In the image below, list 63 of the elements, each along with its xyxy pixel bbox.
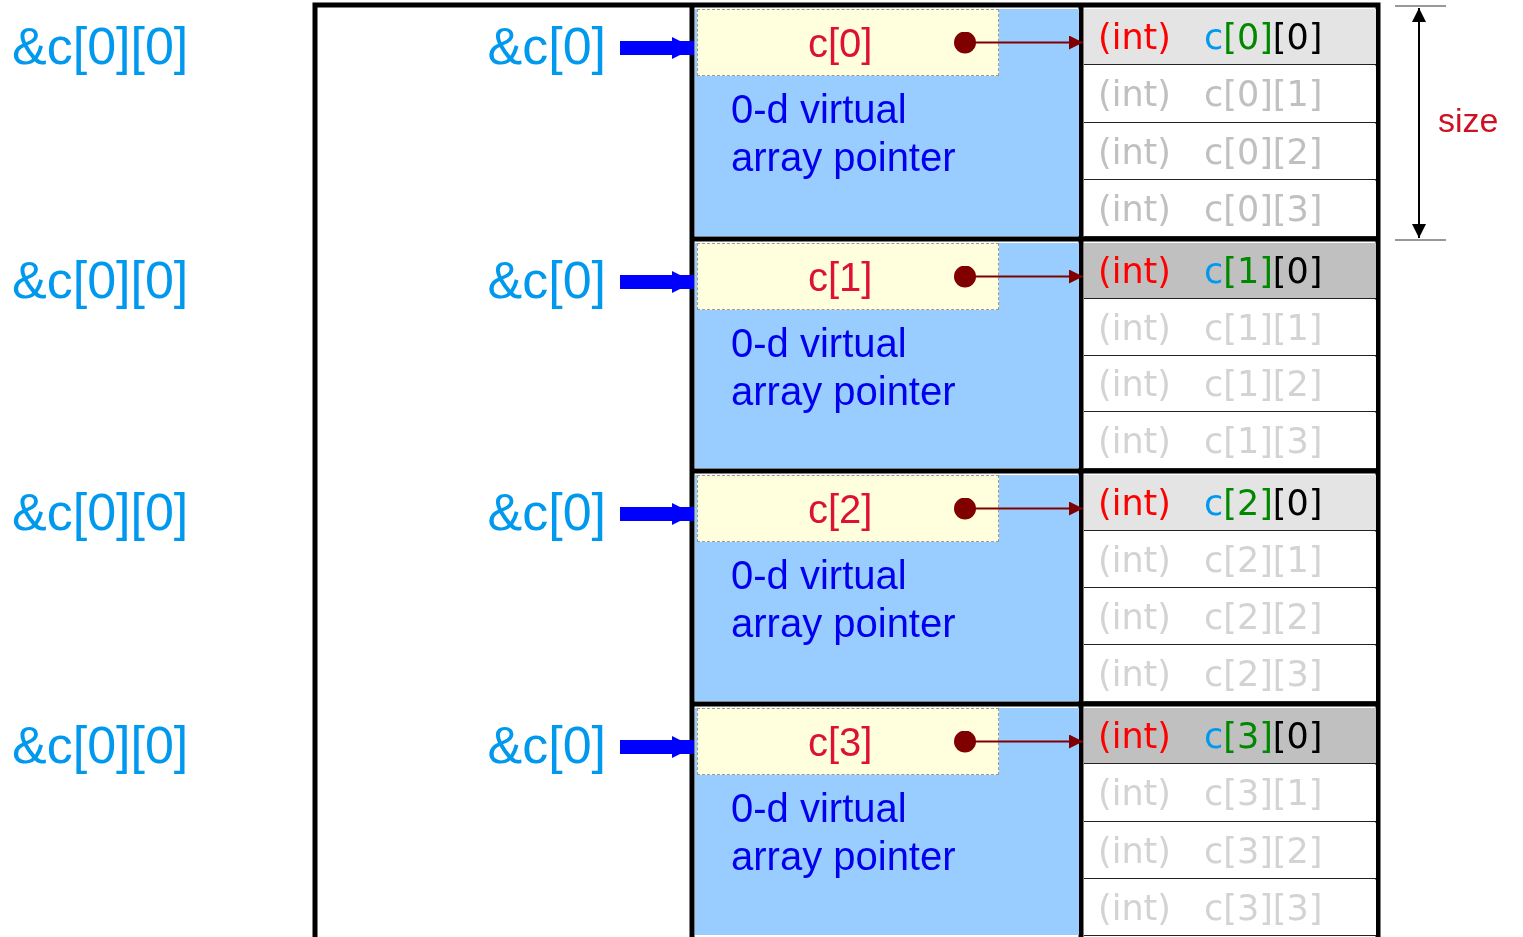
element-name: c[0][1] [1204,73,1323,117]
pointer-value-box [697,9,999,76]
pointer-block [695,243,1079,468]
pointer-name: c[0] [808,20,873,66]
pointer-arrow [954,730,1084,753]
address-label: &c[0][0] [12,16,189,77]
pointer-value-box [697,708,999,775]
array-element-cell [1084,765,1376,822]
pointer-description: 0-d virtual array pointer [731,86,957,181]
pointer-arrow [954,497,1084,520]
pointer-block [695,9,1079,236]
pointer-description: 0-d virtual array pointer [731,785,957,880]
array-element-cell [1084,299,1376,356]
address-label: &c[0] [462,713,606,777]
pointer-name: c[3] [808,719,873,765]
address-label: &c[0] [462,480,606,544]
block-arrow [620,271,694,293]
type-label: (int) [1098,73,1171,117]
element-name: c[0][2] [1204,130,1323,174]
address-label: &c[0] [462,248,606,312]
block-arrow [620,736,694,758]
address-label: &c[0][0] [12,715,189,776]
array-element-cell [1084,532,1376,588]
type-label: (int) [1098,482,1171,525]
array-element-cell [1084,243,1376,299]
array-element-cell [1084,879,1376,936]
type-label: (int) [1098,249,1171,293]
element-name: c[2][0] [1204,482,1323,525]
dimension-label: size [1438,100,1499,141]
address-label: &c[0][0] [12,250,189,311]
array-element-cell [1084,180,1376,237]
pointer-name: c[2] [808,486,873,532]
array-element-cell [1084,646,1376,702]
element-name: c[1][0] [1204,249,1323,293]
type-label: (int) [1098,16,1171,60]
type-label: (int) [1098,187,1171,231]
array-element-cell [1084,66,1376,123]
array-element-cell [1084,475,1376,531]
pointer-arrow [954,31,1084,54]
array-element-cell [1084,708,1376,765]
pointer-description: 0-d virtual array pointer [731,320,957,415]
pointer-block [695,475,1079,701]
array-element-cell [1084,589,1376,645]
type-label: (int) [1098,715,1171,759]
element-name: c[0][3] [1204,187,1323,231]
pointer-value-box [697,243,999,310]
type-label: (int) [1098,130,1171,174]
pointer-description: 0-d virtual array pointer [731,552,957,647]
pointer-value-box [697,475,999,542]
address-label: &c[0][0] [12,482,189,543]
element-name: c[3][0] [1204,715,1323,759]
element-name: c[0][0] [1204,16,1323,60]
block-arrow [620,37,694,59]
pointer-arrow [954,265,1084,288]
array-element-cell [1084,356,1376,413]
pointer-block [695,708,1079,935]
address-label: &c[0] [462,14,606,78]
array-element-cell [1084,413,1376,469]
array-element-cell [1084,123,1376,180]
pointer-name: c[1] [808,254,873,300]
array-element-cell [1084,9,1376,66]
array-element-cell [1084,822,1376,879]
block-arrow [620,503,694,525]
